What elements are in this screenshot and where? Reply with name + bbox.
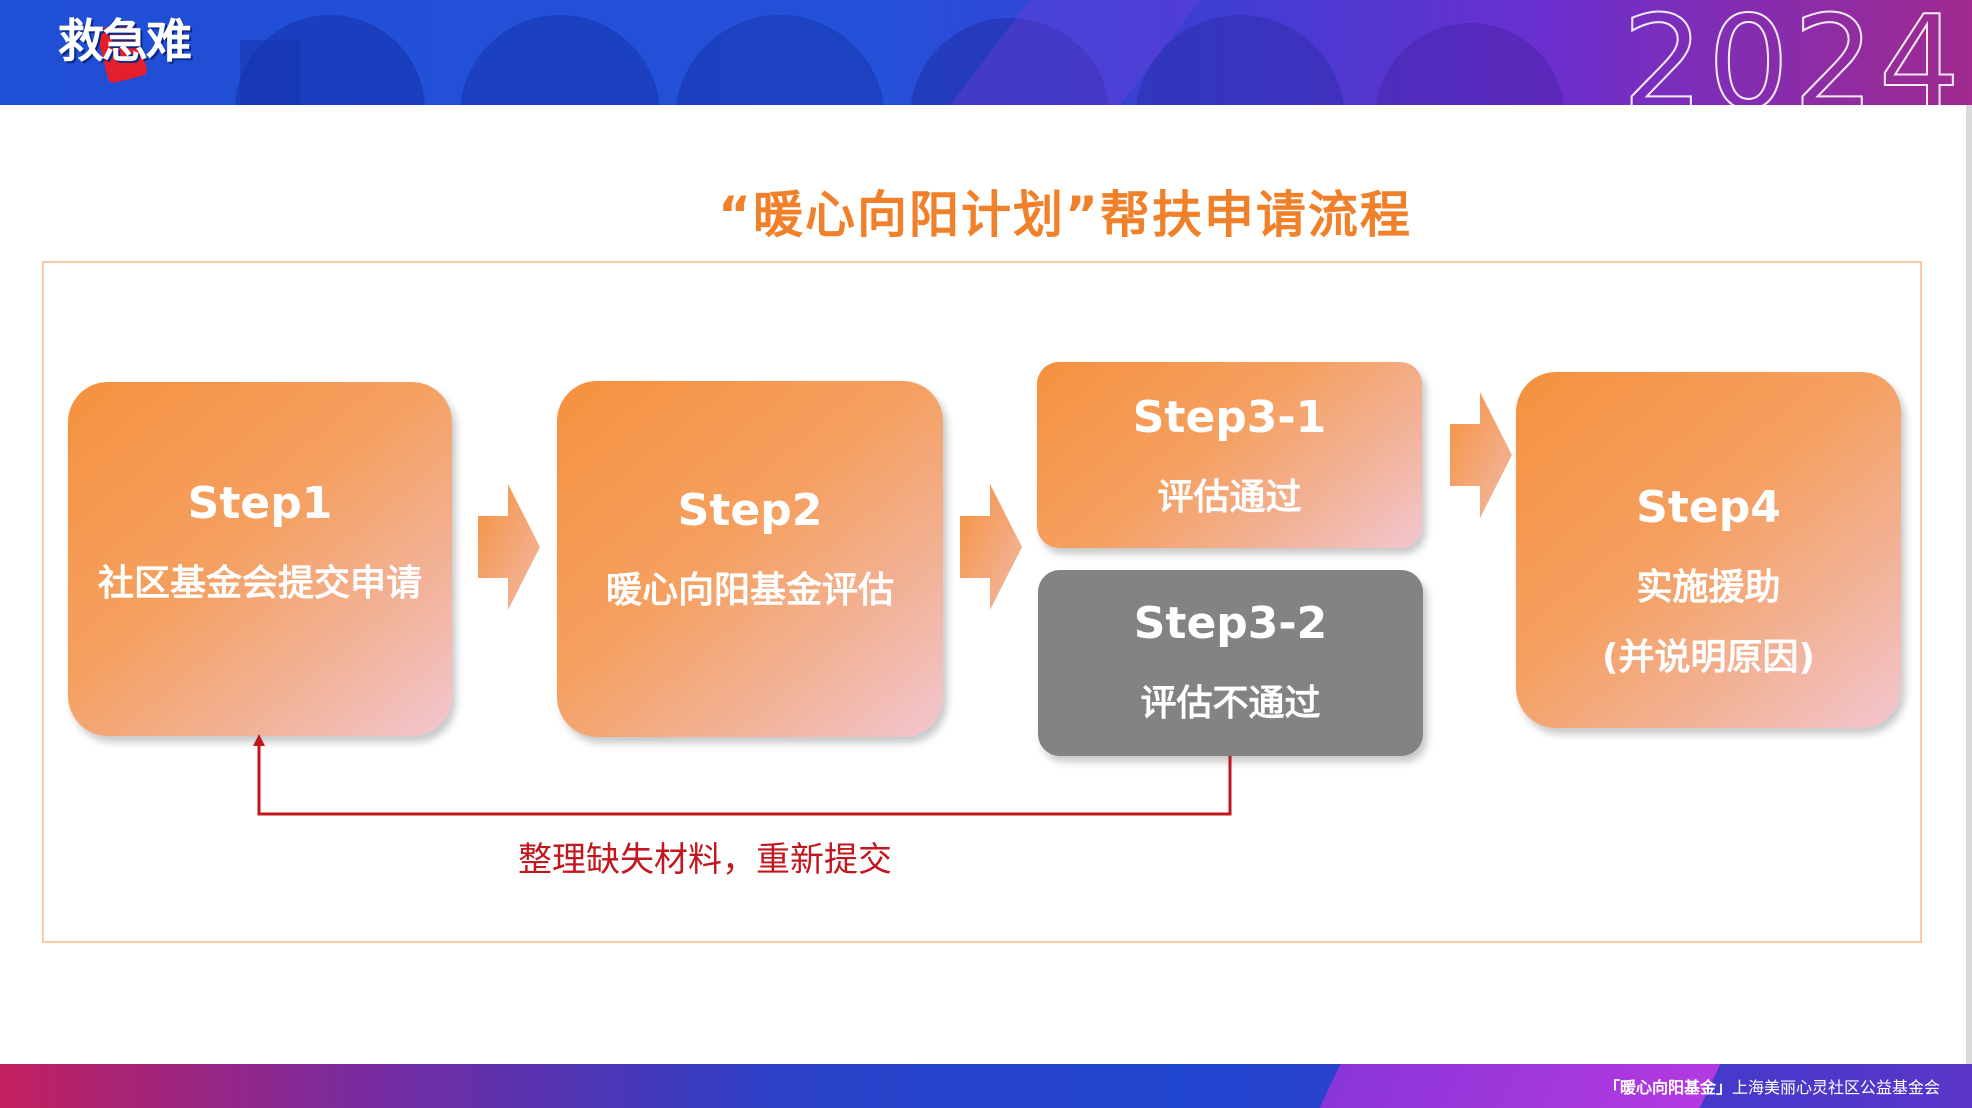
- step3-2-title: Step3-2: [1133, 598, 1328, 649]
- feedback-label: 整理缺失材料，重新提交: [518, 840, 892, 880]
- page-title: “暖心向阳计划”帮扶申请流程: [718, 186, 1412, 244]
- step4-title: Step4: [1636, 482, 1781, 533]
- header-year: 2024: [1621, 0, 1964, 105]
- flow-frame: [42, 261, 1922, 943]
- footer-org: 上海美丽心灵社区公益基金会: [1731, 1078, 1940, 1097]
- step4-note: (并说明原因): [1602, 637, 1815, 678]
- step3-1-box: Step3-1 评估通过: [1037, 362, 1422, 548]
- arrow-right-icon: [478, 484, 540, 610]
- footer-text: 「暖心向阳基金」上海美丽心灵社区公益基金会: [1604, 1074, 1940, 1098]
- step3-1-description: 评估通过: [1157, 477, 1302, 518]
- step2-title: Step2: [677, 485, 823, 536]
- header-banner: 救急难 2024: [0, 0, 1972, 105]
- step4-box: Step4 实施援助 (并说明原因): [1516, 372, 1901, 728]
- step3-1-title: Step3-1: [1132, 392, 1327, 443]
- step2-description: 暖心向阳基金评估: [605, 570, 894, 611]
- arrow-right-icon: [1450, 392, 1512, 518]
- footer-banner: 「暖心向阳基金」上海美丽心灵社区公益基金会: [0, 1064, 1972, 1108]
- step3-2-box: Step3-2 评估不通过: [1038, 570, 1423, 756]
- step1-box: Step1 社区基金会提交申请: [68, 382, 452, 736]
- step1-title: Step1: [187, 478, 333, 529]
- footer-brand: 「暖心向阳基金」: [1603, 1078, 1732, 1097]
- logo: 救急难: [58, 18, 198, 94]
- step4-description: 实施援助: [1636, 567, 1781, 608]
- step2-box: Step2 暖心向阳基金评估: [557, 381, 943, 737]
- step3-2-description: 评估不通过: [1140, 683, 1321, 724]
- step1-description: 社区基金会提交申请: [97, 563, 422, 604]
- right-edge-divider: [1966, 105, 1972, 1065]
- arrow-right-icon: [960, 484, 1022, 610]
- logo-text: 救急难: [58, 14, 192, 68]
- header-decoration: [235, 0, 1565, 105]
